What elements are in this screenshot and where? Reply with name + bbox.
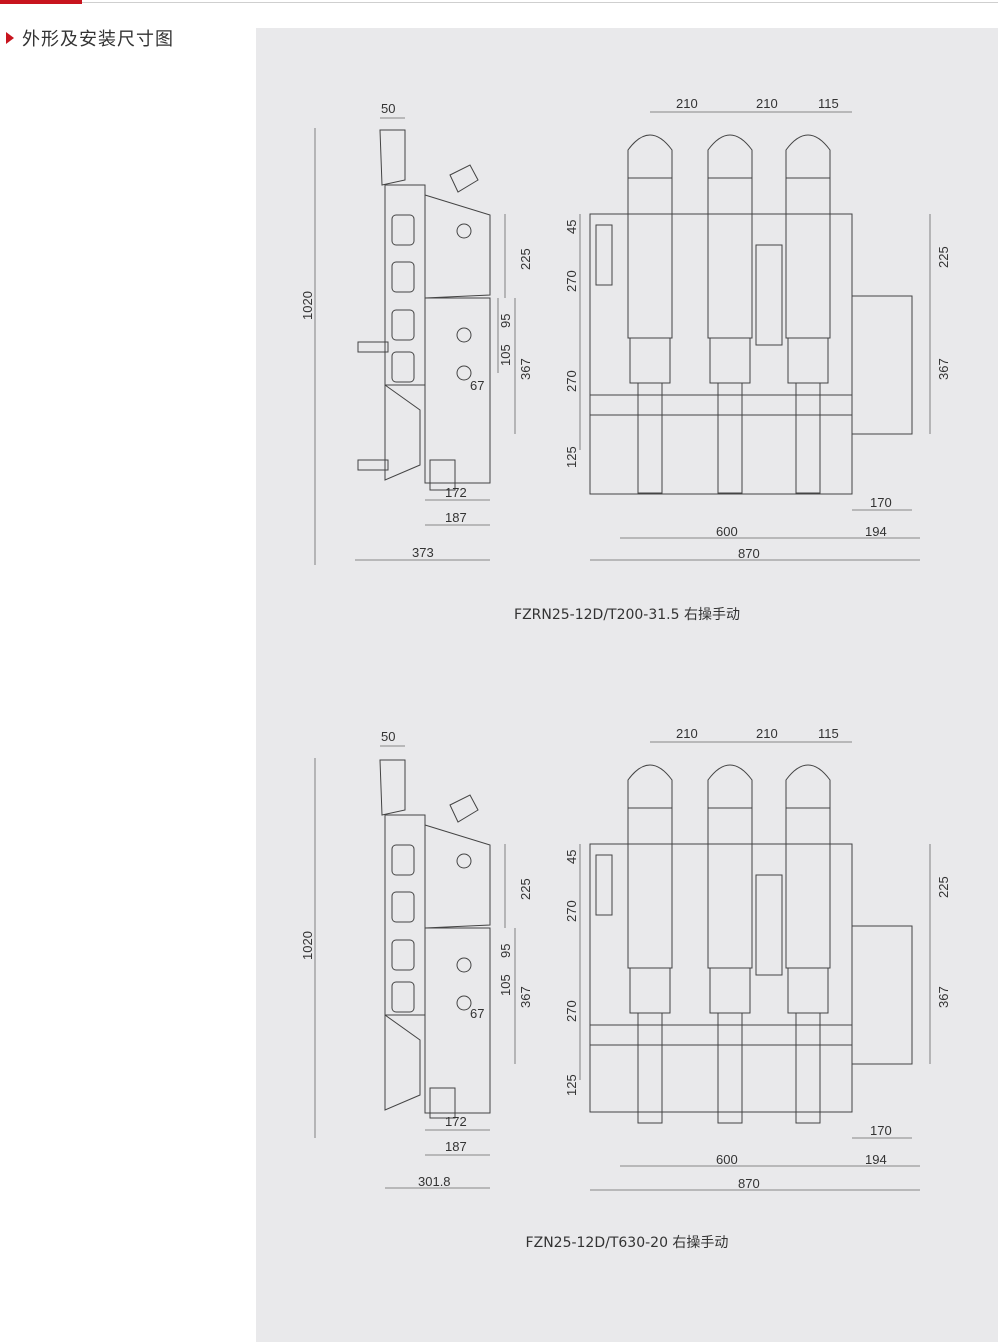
dim-label: 50 (381, 101, 395, 116)
triangle-marker-icon (6, 32, 14, 44)
dimension-labels-1: 50 1020 225 95 105 367 67 172 187 373 21… (300, 96, 951, 561)
front-view (589, 764, 913, 1124)
dim-label: 870 (738, 546, 760, 561)
dim-label: 210 (676, 726, 698, 741)
dim-label: 210 (676, 96, 698, 111)
dim-label: 172 (445, 1114, 467, 1129)
dim-label: 870 (738, 1176, 760, 1191)
dim-label: 45 (564, 220, 579, 234)
dim-label: 194 (865, 524, 887, 539)
dim-label: 225 (518, 878, 533, 900)
dimension-lines-2 (314, 741, 931, 1191)
dim-label: 105 (498, 344, 513, 366)
dim-label: 187 (445, 510, 467, 525)
dim-label: 210 (756, 726, 778, 741)
drawing-caption: FZRN25-12D/T200-31.5 右操手动 (514, 607, 740, 623)
dim-label: 225 (936, 876, 951, 898)
dim-label: 1020 (300, 291, 315, 320)
dim-label: 194 (865, 1152, 887, 1167)
dim-label: 600 (716, 1152, 738, 1167)
dim-label: 187 (445, 1139, 467, 1154)
drawing-panel (256, 28, 998, 1342)
dim-label: 125 (564, 1074, 579, 1096)
dim-label: 95 (498, 314, 513, 328)
dim-label: 373 (412, 545, 434, 560)
dim-label: 170 (870, 495, 892, 510)
dim-label: 270 (564, 270, 579, 292)
dim-label: 225 (518, 248, 533, 270)
dim-label: 367 (518, 358, 533, 380)
top-divider (82, 2, 998, 3)
dim-label: 125 (564, 446, 579, 468)
top-accent-bar (0, 0, 82, 4)
dim-label: 600 (716, 524, 738, 539)
dim-label: 1020 (300, 931, 315, 960)
drawing-fzrn25: 50 1020 225 95 105 367 67 172 187 373 21… (256, 60, 998, 640)
dim-label: 270 (564, 370, 579, 392)
dim-label: 270 (564, 900, 579, 922)
dim-label: 50 (381, 729, 395, 744)
dim-label: 172 (445, 485, 467, 500)
front-view (589, 134, 913, 495)
dim-label: 67 (470, 378, 484, 393)
dim-label: 367 (936, 986, 951, 1008)
dim-label: 105 (498, 974, 513, 996)
drawing-caption: FZN25-12D/T630-20 右操手动 (525, 1235, 729, 1251)
dim-label: 170 (870, 1123, 892, 1138)
dimension-lines-1 (314, 111, 931, 565)
section-title: 外形及安装尺寸图 (22, 29, 174, 50)
dim-label: 301.8 (418, 1174, 451, 1189)
dim-label: 270 (564, 1000, 579, 1022)
dim-label: 225 (936, 246, 951, 268)
dimension-labels-2: 50 1020 225 95 105 367 67 172 187 301.8 … (300, 726, 951, 1191)
dim-label: 210 (756, 96, 778, 111)
dim-label: 115 (818, 96, 839, 111)
dim-label: 367 (518, 986, 533, 1008)
dim-label: 95 (498, 944, 513, 958)
dim-label: 45 (564, 850, 579, 864)
section-header: 外形及安装尺寸图 (6, 24, 174, 52)
side-view (379, 759, 491, 1119)
drawing-fzn25: 50 1020 225 95 105 367 67 172 187 301.8 … (256, 690, 998, 1270)
dimension-drawing-1: 50 1020 225 95 105 367 67 172 187 373 21… (300, 96, 951, 565)
side-view (357, 129, 491, 491)
dim-label: 115 (818, 726, 839, 741)
dimension-drawing-2: 50 1020 225 95 105 367 67 172 187 301.8 … (300, 726, 951, 1191)
dim-label: 367 (936, 358, 951, 380)
dim-label: 67 (470, 1006, 484, 1021)
